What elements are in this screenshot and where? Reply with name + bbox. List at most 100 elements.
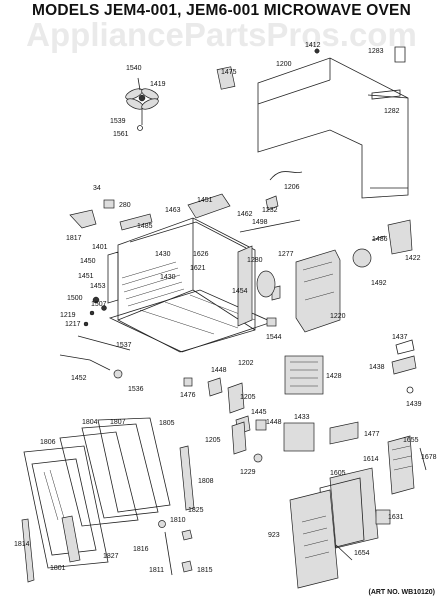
cavity-top	[129, 221, 247, 249]
part-label-1655: 1655	[403, 437, 419, 444]
part-label-1507: 1507	[91, 301, 107, 308]
part-label-1463: 1463	[165, 207, 181, 214]
part-1437	[395, 339, 415, 355]
part-label-280: 280	[119, 202, 131, 209]
part-1205-b	[231, 421, 247, 455]
part-label-1430: 1430	[160, 274, 176, 281]
part-label-1200: 1200	[276, 61, 292, 68]
control-board-1655	[387, 435, 415, 495]
part-1825	[181, 529, 193, 541]
part-1486-cord	[371, 235, 386, 241]
part-label-1561: 1561	[113, 131, 129, 138]
part-label-1462: 1462	[237, 211, 253, 218]
part-label-923: 923	[268, 532, 280, 539]
part-label-1621: 1621	[190, 265, 206, 272]
control-panel-1614	[329, 467, 379, 549]
part-label-1454: 1454	[232, 288, 248, 295]
part-number-callouts: 1540141915391561147514121200128312823428…	[14, 42, 437, 574]
part-label-1804: 1804	[82, 419, 98, 426]
part-label-1825: 1825	[188, 507, 204, 514]
part-label-1678: 1678	[421, 454, 437, 461]
door-outer-1806	[23, 445, 109, 569]
part-label-1205: 1205	[240, 394, 256, 401]
part-1448-b	[255, 419, 267, 431]
shelf-lines	[121, 261, 185, 307]
part-1500	[92, 296, 100, 304]
part-1810	[158, 520, 166, 528]
part-280	[103, 199, 115, 209]
part-1815	[181, 560, 193, 573]
part-label-1811: 1811	[149, 567, 164, 574]
part-label-1537: 1537	[116, 342, 132, 349]
part-label-1614: 1614	[363, 456, 379, 463]
part-label-1205: 1205	[205, 437, 221, 444]
part-label-1419: 1419	[150, 81, 166, 88]
part-label-1232: 1232	[262, 207, 278, 214]
part-label-1438: 1438	[369, 364, 385, 371]
part-label-1631: 1631	[388, 514, 404, 521]
part-1439	[406, 386, 414, 394]
part-label-1801: 1801	[50, 565, 66, 572]
part-label-1805: 1805	[159, 420, 175, 427]
part-1498-rod	[239, 219, 301, 233]
part-label-1486: 1486	[372, 236, 388, 243]
part-label-1202: 1202	[238, 360, 254, 367]
part-label-1220: 1220	[330, 313, 346, 320]
part-label-1539: 1539	[110, 118, 126, 125]
art-number: (ART NO. WB10120)	[368, 589, 435, 596]
outer-case	[257, 57, 409, 199]
part-label-1827: 1827	[103, 553, 119, 560]
part-label-1448: 1448	[211, 367, 227, 374]
door-glass	[31, 458, 97, 556]
plate-1477	[329, 421, 359, 445]
part-1476	[183, 377, 193, 387]
part-label-1477: 1477	[364, 431, 380, 438]
door-handle-1827	[61, 515, 81, 563]
part-label-1817: 1817	[66, 235, 82, 242]
part-label-1229: 1229	[240, 469, 256, 476]
part-1282-bracket	[371, 89, 401, 100]
part-1631	[375, 509, 391, 525]
part-label-1437: 1437	[392, 334, 408, 341]
part-label-1806: 1806	[40, 439, 56, 446]
part-label-1217: 1217	[65, 321, 81, 328]
part-1561	[137, 125, 143, 131]
part-label-1452: 1452	[71, 375, 87, 382]
part-label-1439: 1439	[406, 401, 422, 408]
door-frame-1805	[97, 417, 171, 513]
part-label-1814: 1814	[14, 541, 30, 548]
part-label-1451: 1451	[78, 273, 94, 280]
part-label-1282: 1282	[384, 108, 400, 115]
part-label-1476: 1476	[180, 392, 196, 399]
touchpad-keys	[301, 515, 330, 559]
part-label-1544: 1544	[266, 334, 282, 341]
part-1485	[119, 213, 153, 231]
part-1537-rail	[77, 335, 131, 351]
part-label-1445: 1445	[251, 409, 267, 416]
duct-detail	[302, 261, 335, 301]
diagram-title: MODELS JEM4-001, JEM6-001 MICROWAVE OVEN	[32, 2, 411, 19]
part-label-1450: 1450	[80, 258, 96, 265]
part-label-1430: 1430	[155, 251, 171, 258]
door-frame-1804	[59, 431, 139, 527]
part-label-1498: 1498	[252, 219, 268, 226]
part-label-1412: 1412	[305, 42, 321, 49]
part-1536	[113, 369, 123, 379]
fan-1419	[125, 88, 159, 110]
door-strip-1814	[21, 518, 35, 583]
part-label-1816: 1816	[133, 546, 149, 553]
part-1678	[419, 447, 427, 471]
part-label-1448: 1448	[266, 419, 282, 426]
part-label-1219: 1219	[60, 312, 76, 319]
part-1217	[83, 321, 89, 327]
part-label-1810: 1810	[170, 517, 186, 524]
transformer-1428	[284, 355, 324, 395]
part-1448-a	[207, 377, 223, 397]
part-label-1280: 1280	[247, 257, 263, 264]
door-frame-1807	[81, 423, 159, 519]
part-label-1283: 1283	[368, 48, 384, 55]
part-label-1626: 1626	[193, 251, 209, 258]
part-label-1451: 1451	[197, 197, 213, 204]
motor-1492	[352, 248, 372, 268]
